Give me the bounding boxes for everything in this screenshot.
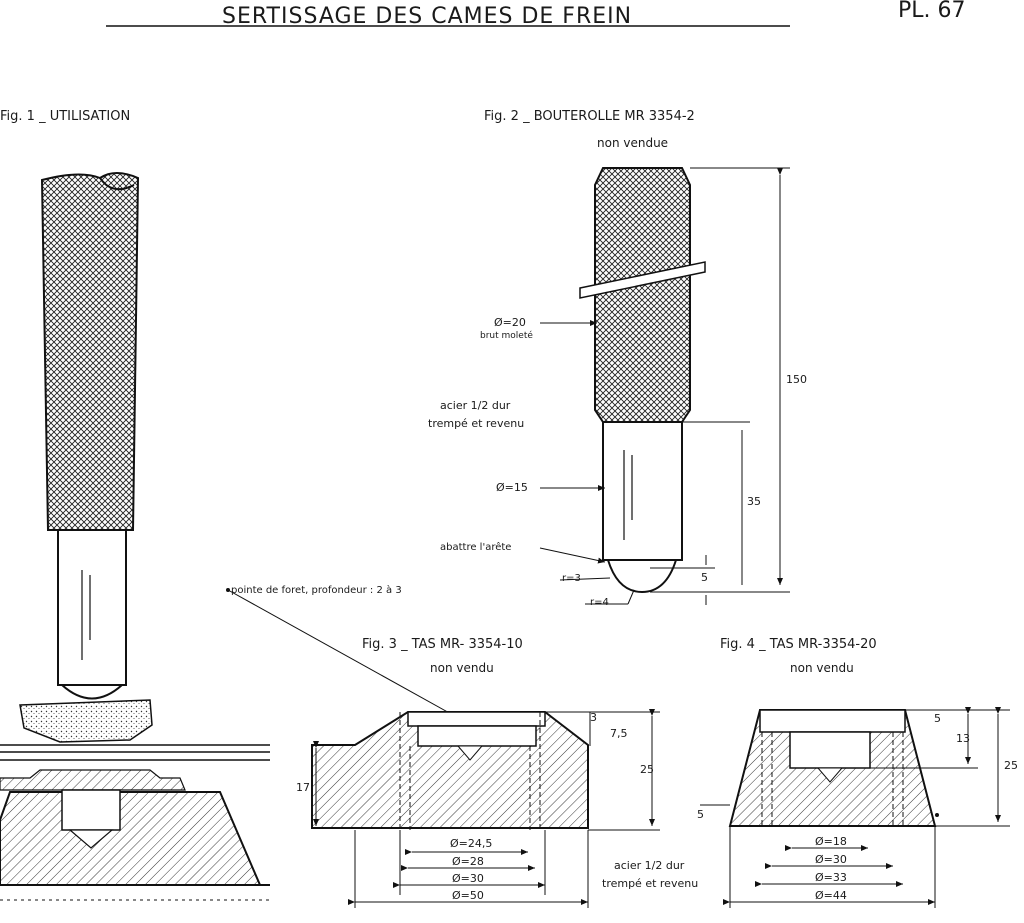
fig4-dim-5a: 5	[934, 712, 941, 725]
fig4-dim-5b: 5	[697, 808, 704, 821]
fig2-r4: r=4	[590, 597, 609, 608]
fig1-tip	[59, 684, 125, 700]
fig2-r3: r=3	[562, 573, 581, 584]
fig2-trempe: trempé et revenu	[428, 417, 525, 430]
fig3-dim-7-5: 7,5	[610, 727, 628, 740]
fig3-dim-3: 3	[590, 711, 597, 724]
fig2-abattre: abattre l'arête	[440, 542, 512, 553]
fig2-dim-150: 150	[786, 373, 807, 386]
fig2-diam15: Ø=15	[496, 481, 528, 494]
sheet-title: SERTISSAGE DES CAMES DE FREIN	[222, 4, 633, 29]
fig3-note: non vendu	[430, 661, 494, 675]
fig3-dia-28: Ø=28	[452, 855, 484, 868]
material-line2: trempé et revenu	[602, 877, 699, 890]
pointe-note: pointe de foret, profondeur : 2 à 3	[231, 585, 402, 596]
fig2-shank	[602, 421, 683, 561]
fig2-caption: Fig. 2 _ BOUTEROLLE MR 3354-2	[484, 109, 695, 124]
fig2-dim-35: 35	[747, 495, 761, 508]
fig1-shank	[57, 529, 127, 686]
fig4-note: non vendu	[790, 661, 854, 675]
fig1-cam	[19, 699, 153, 743]
fig1-anvil	[0, 791, 262, 886]
fig3-caption: Fig. 3 _ TAS MR- 3354-10	[362, 637, 523, 652]
fig3-dia-30: Ø=30	[452, 872, 484, 885]
fig2-diam20: Ø=20	[494, 316, 526, 329]
fig4-dim-13: 13	[956, 732, 970, 745]
fig4-tas	[700, 707, 1010, 908]
fig4-dia-44: Ø=44	[815, 889, 847, 902]
fig4-dia-33: Ø=33	[815, 871, 847, 884]
fig4-dim-25: 25	[1004, 759, 1018, 772]
fig2-tip	[606, 559, 678, 594]
fig3-dia-50: Ø=50	[452, 889, 484, 902]
fig1-assembly	[0, 172, 270, 901]
fig2-dim-5: 5	[701, 571, 708, 584]
fig3-dim-25: 25	[640, 763, 654, 776]
fig4-dia-18: Ø=18	[815, 835, 847, 848]
plate-number: PL. 67	[898, 0, 966, 23]
pointe-leader	[227, 589, 463, 721]
fig2-bouterolle	[539, 167, 790, 605]
material-line1: acier 1/2 dur	[614, 859, 685, 872]
fig3-dim-17: 17	[296, 781, 310, 794]
fig3-dia-24-5: Ø=24,5	[450, 837, 493, 850]
fig1-handle	[40, 172, 140, 531]
fig4-caption: Fig. 4 _ TAS MR-3354-20	[720, 637, 877, 652]
fig2-acier: acier 1/2 dur	[440, 399, 511, 412]
fig2-note: non vendue	[597, 136, 669, 150]
fig4-dia-30: Ø=30	[815, 853, 847, 866]
fig2-knurled-body	[594, 167, 691, 423]
fig1-caption: Fig. 1 _ UTILISATION	[0, 109, 131, 124]
fig2-brut-molete: brut moleté	[480, 331, 533, 341]
fig2-break	[579, 261, 706, 299]
fig3-tas	[311, 709, 660, 908]
